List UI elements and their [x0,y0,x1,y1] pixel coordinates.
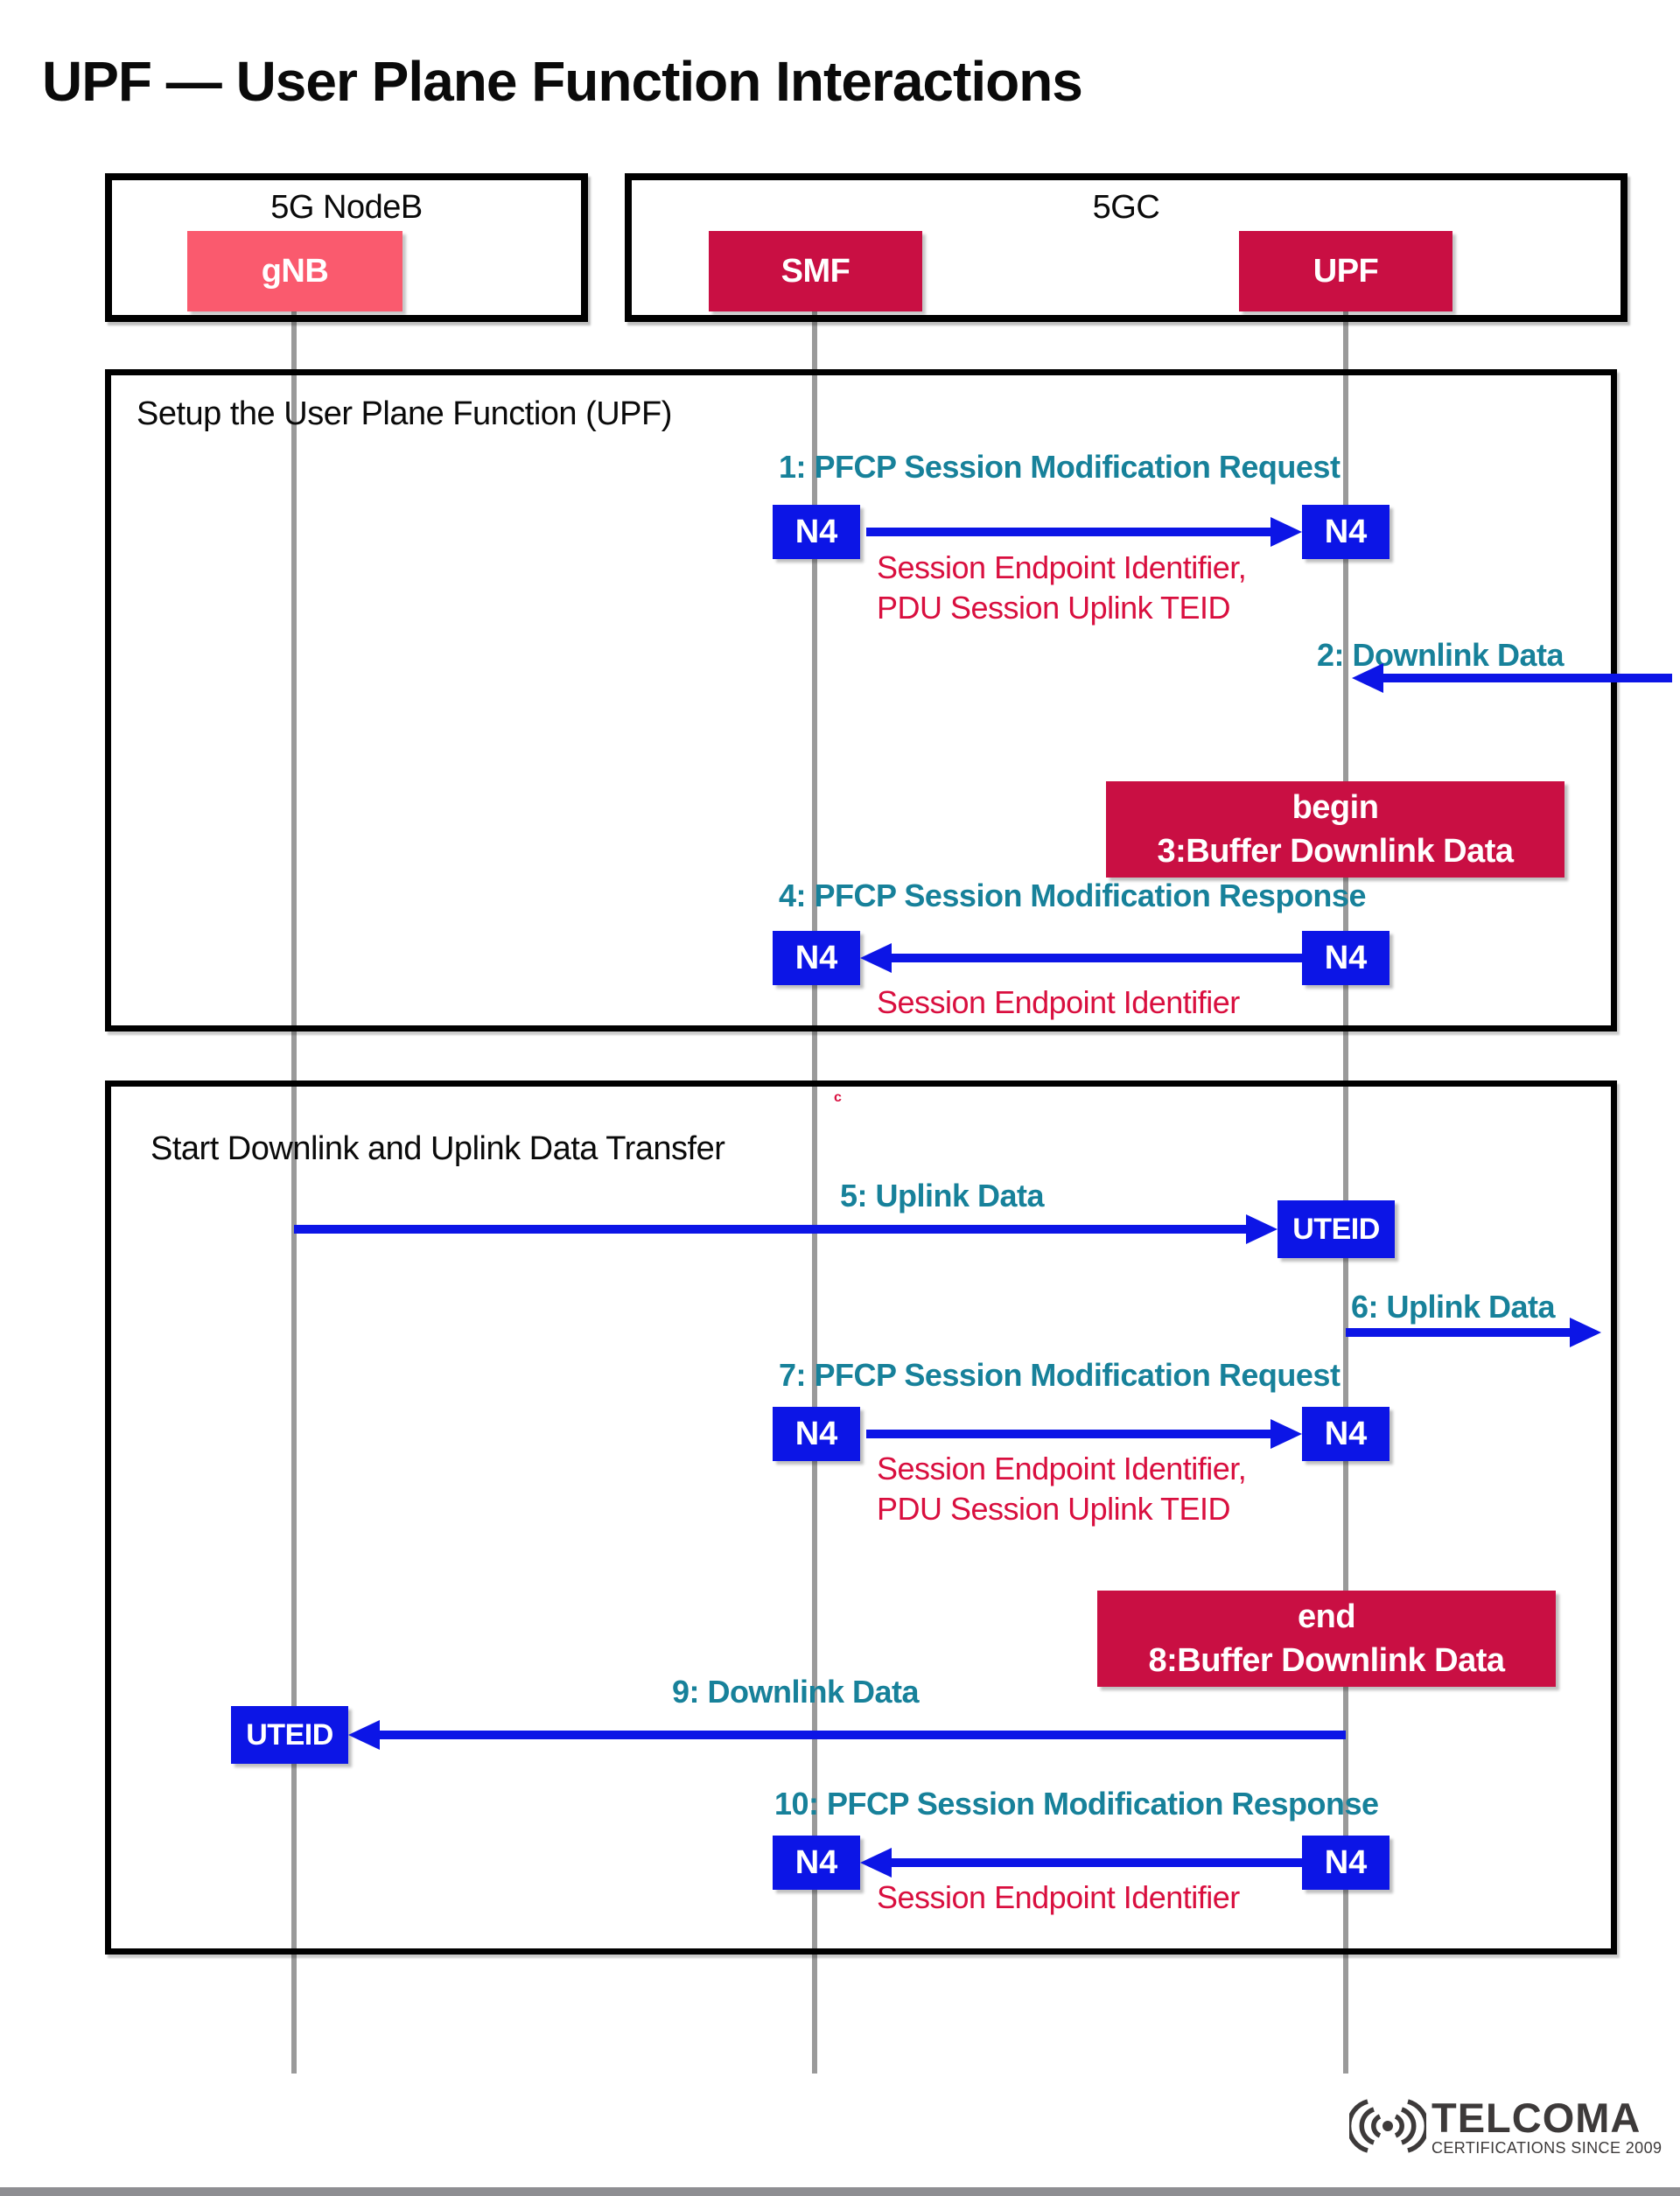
message-4-note-line1: Session Endpoint Identifier [877,984,1240,1020]
telcoma-brand-text: TELCOMA [1432,2095,1642,2141]
lifeline-smf [812,311,817,2074]
port-n4-label: N4 [794,513,838,550]
telcoma-logo: TELCOMA CERTIFICATIONS SINCE 2009 [1346,2093,1662,2164]
arrow-msg10-line [892,1858,1302,1867]
arrow-msg10-head [860,1848,892,1878]
port-uteid-upf: UTEID [1278,1200,1395,1258]
message-1-note-line2: PDU Session Uplink TEID [877,590,1230,626]
group-label-5gc: 5GC [1092,189,1160,226]
arrow-msg5-line [294,1225,1246,1234]
arrow-msg2-line [1383,674,1672,682]
actor-group-5g-nodeb: 5G NodeB [105,173,588,322]
arrow-msg5-head [1246,1214,1278,1244]
message-6-label: 6: Uplink Data [1351,1289,1556,1325]
port-n4-smf-msg7: N4 [773,1407,860,1461]
arrow-msg4-line [892,954,1302,962]
frame-setup-upf-label: Setup the User Plane Function (UPF) [136,395,672,432]
activity-buffer-begin: begin 3:Buffer Downlink Data [1106,781,1564,878]
arrow-msg4-head [860,943,892,973]
port-n4-upf-msg1: N4 [1302,505,1390,559]
message-5-label: 5: Uplink Data [840,1178,1045,1213]
message-4-label: 4: PFCP Session Modification Response [779,878,1366,913]
port-n4-label: N4 [1324,1415,1368,1452]
actor-upf: UPF [1239,231,1452,311]
actor-smf-label: SMF [780,252,850,290]
port-uteid-gnb: UTEID [231,1706,348,1764]
port-n4-label: N4 [794,1415,838,1452]
message-10-label: 10: PFCP Session Modification Response [774,1786,1379,1822]
telcoma-tagline-text: CERTIFICATIONS SINCE 2009 [1432,2139,1662,2157]
port-n4-label: N4 [1324,1843,1368,1881]
message-1-note-line1: Session Endpoint Identifier, [877,549,1247,585]
bottom-edge-bar [0,2187,1680,2196]
message-1-label: 1: PFCP Session Modification Request [779,449,1340,485]
message-9-label: 9: Downlink Data [672,1674,920,1710]
arrow-msg7-line [866,1430,1272,1438]
frame-data-transfer-label: Start Downlink and Uplink Data Transfer [150,1130,725,1167]
arrow-msg1-head [1270,517,1302,547]
actor-group-5gc: 5GC [625,173,1628,322]
port-n4-label: N4 [794,939,838,976]
actor-upf-label: UPF [1312,252,1379,290]
arrow-msg9-line [380,1731,1346,1739]
actor-smf: SMF [709,231,922,311]
port-n4-label: N4 [794,1843,838,1881]
frame-setup-upf [105,369,1617,1032]
activity-buffer-end: end 8:Buffer Downlink Data [1097,1591,1556,1687]
radio-waves-icon [1346,2093,1430,2164]
arrow-msg2-head [1352,663,1383,693]
message-7-note-line2: PDU Session Uplink TEID [877,1491,1230,1527]
page-title: UPF — User Plane Function Interactions [42,50,1083,113]
activity-buffer-end-line1: end [1297,1598,1356,1635]
port-n4-label: N4 [1324,939,1368,976]
message-7-label: 7: PFCP Session Modification Request [779,1357,1340,1393]
arrow-msg7-head [1270,1419,1302,1449]
arrow-msg6-head [1570,1318,1601,1347]
activity-buffer-begin-line2: 3:Buffer Downlink Data [1157,833,1514,870]
port-n4-upf-msg7: N4 [1302,1407,1390,1461]
port-n4-smf-msg1: N4 [773,505,860,559]
arrow-msg6-line [1346,1328,1570,1337]
actor-gnb: gNB [187,231,402,311]
port-n4-smf-msg4: N4 [773,931,860,985]
frame-data-transfer [105,1081,1617,1955]
activity-buffer-end-line2: 8:Buffer Downlink Data [1148,1642,1505,1679]
arrow-msg9-head [348,1720,380,1750]
port-n4-smf-msg10: N4 [773,1836,860,1890]
arrow-msg1-line [866,528,1272,536]
port-n4-upf-msg4: N4 [1302,931,1390,985]
lifeline-upf [1343,311,1348,2074]
stray-mark: c [834,1090,842,1105]
message-10-note-line1: Session Endpoint Identifier [877,1879,1240,1915]
activity-buffer-begin-line1: begin [1292,789,1379,826]
port-n4-label: N4 [1324,513,1368,550]
port-uteid-label: UTEID [246,1717,333,1752]
lifeline-gnb [291,311,297,2074]
port-n4-upf-msg10: N4 [1302,1836,1390,1890]
group-label-5g-nodeb: 5G NodeB [270,189,423,226]
message-7-note-line1: Session Endpoint Identifier, [877,1451,1247,1486]
port-uteid-label: UTEID [1292,1212,1380,1246]
actor-gnb-label: gNB [261,252,329,290]
